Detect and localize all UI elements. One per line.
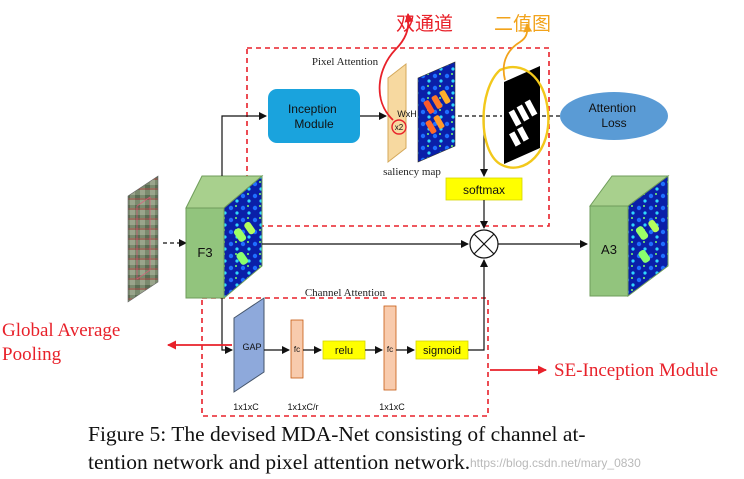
inception-module-line1: Inception (288, 102, 337, 116)
attention-loss-line2: Loss (601, 116, 626, 130)
global-average-pooling-annotation: Global Average Pooling (2, 320, 125, 365)
watermark: https://blog.csdn.net/mary_0830 (470, 456, 641, 470)
input-image (127, 175, 159, 303)
saliency-map-label: saliency map (383, 166, 441, 178)
dim-label-2: 1x1xC/r (287, 402, 318, 412)
binary-map-annotation: 二值图 (494, 13, 551, 35)
saliency-map (417, 61, 456, 163)
fc2-box (383, 305, 397, 391)
fc1-box (290, 319, 304, 379)
multiply-node (469, 229, 499, 259)
caption-line-1: Figure 5: The devised MDA-Net consisting… (88, 422, 586, 446)
a3-label: A3 (601, 242, 617, 257)
caption-line-2: tention network and pixel attention netw… (88, 450, 471, 474)
se-inception-annotation: SE-Inception Module (554, 360, 718, 381)
binary-map-arrow (502, 23, 533, 81)
attention-loss-label: Attention Loss (589, 101, 640, 130)
wxh-slab (387, 62, 407, 164)
f3-to-gap-line (221, 298, 233, 354)
attention-loss-ellipse (560, 92, 668, 140)
wxh-label: WxH (397, 109, 417, 119)
channel-attention-title: Channel Attention (305, 287, 386, 299)
fc2-label: fc (387, 345, 393, 354)
relu-label: relu (335, 345, 353, 357)
inception-module-line2: Module (294, 117, 334, 131)
attention-loss-line1: Attention (589, 101, 636, 115)
f3-block (185, 174, 264, 300)
channel-attention-box (201, 297, 489, 417)
f3-to-inception-line (221, 112, 267, 176)
dim-label-3: 1x1xC (379, 402, 405, 412)
inception-module-box (268, 89, 360, 143)
sigmoid-label: sigmoid (423, 345, 461, 357)
inception-module-label: Inception Module (288, 102, 340, 131)
pixel-attention-box (246, 47, 550, 227)
dual-channel-annotation: 双通道 (396, 13, 453, 35)
gap-annotation-line1: Global Average (2, 320, 120, 341)
softmax-label: softmax (463, 183, 505, 197)
fc1-label: fc (294, 345, 300, 354)
gap-slab (233, 297, 265, 393)
pixel-attention-title: Pixel Attention (312, 56, 379, 68)
x2-circle (391, 119, 407, 135)
gap-label: GAP (242, 342, 261, 352)
figure-caption: Figure 5: The devised MDA-Net consisting… (88, 420, 728, 476)
gap-annotation-line2: Pooling (2, 344, 62, 365)
sigmoid-to-mult-line (468, 259, 488, 351)
f3-label: F3 (197, 245, 212, 260)
binary-map (504, 66, 540, 164)
a3-block (589, 175, 670, 297)
dim-label-1: 1x1xC (233, 402, 259, 412)
dual-channel-arrow (378, 13, 414, 121)
x2-label: x2 (395, 123, 404, 132)
binary-map-highlight (482, 65, 550, 169)
